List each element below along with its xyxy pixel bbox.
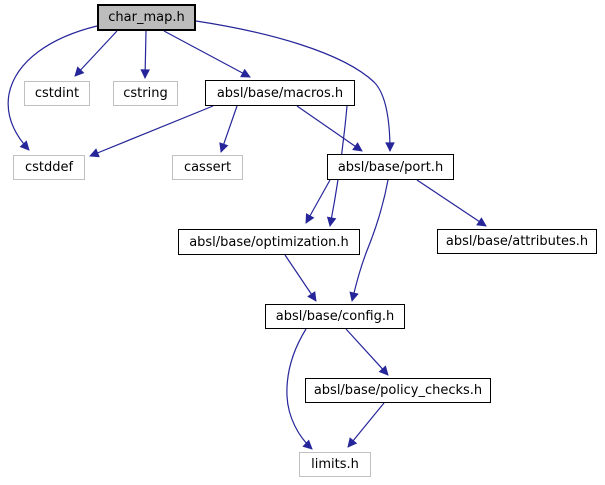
edge-config-to-policy_checks: [345, 328, 389, 376]
node-cstddef: cstddef: [13, 155, 85, 180]
node-absl-base-attributes-h[interactable]: absl/base/attributes.h: [437, 229, 597, 254]
edge-port-to-config: [349, 179, 389, 302]
node-absl-base-macros-h[interactable]: absl/base/macros.h: [205, 80, 355, 106]
node-cstdint: cstdint: [24, 81, 90, 106]
node-absl-base-port-h[interactable]: absl/base/port.h: [327, 154, 454, 180]
edge-char_map-to-cstddef: [7, 25, 98, 151]
edge-macros-to-cassert: [219, 105, 238, 153]
edge-macros-to-port: [296, 105, 363, 152]
node-cstring: cstring: [113, 81, 178, 106]
node-absl-base-policy-checks-h[interactable]: absl/base/policy_checks.h: [305, 378, 491, 403]
edge-char_map-to-macros: [163, 30, 251, 78]
edge-char_map-to-cstdint: [74, 30, 118, 77]
edge-macros-to-cstddef: [89, 105, 214, 158]
edge-config-to-limits: [286, 328, 313, 450]
edge-char_map-to-cstring: [140, 30, 150, 79]
node-absl-base-optimization-h[interactable]: absl/base/optimization.h: [178, 229, 360, 255]
edge-optimization-to-config: [284, 254, 317, 302]
node-char-map-h: char_map.h: [97, 4, 196, 31]
node-cassert: cassert: [172, 155, 243, 180]
node-limits-h: limits.h: [299, 452, 371, 477]
node-absl-base-config-h[interactable]: absl/base/config.h: [265, 304, 405, 329]
edge-policy_checks-to-limits: [347, 402, 385, 448]
edge-char_map-to-port: [195, 20, 395, 152]
edge-port-to-attributes: [416, 179, 487, 227]
edge-port-to-optimization: [305, 179, 331, 224]
